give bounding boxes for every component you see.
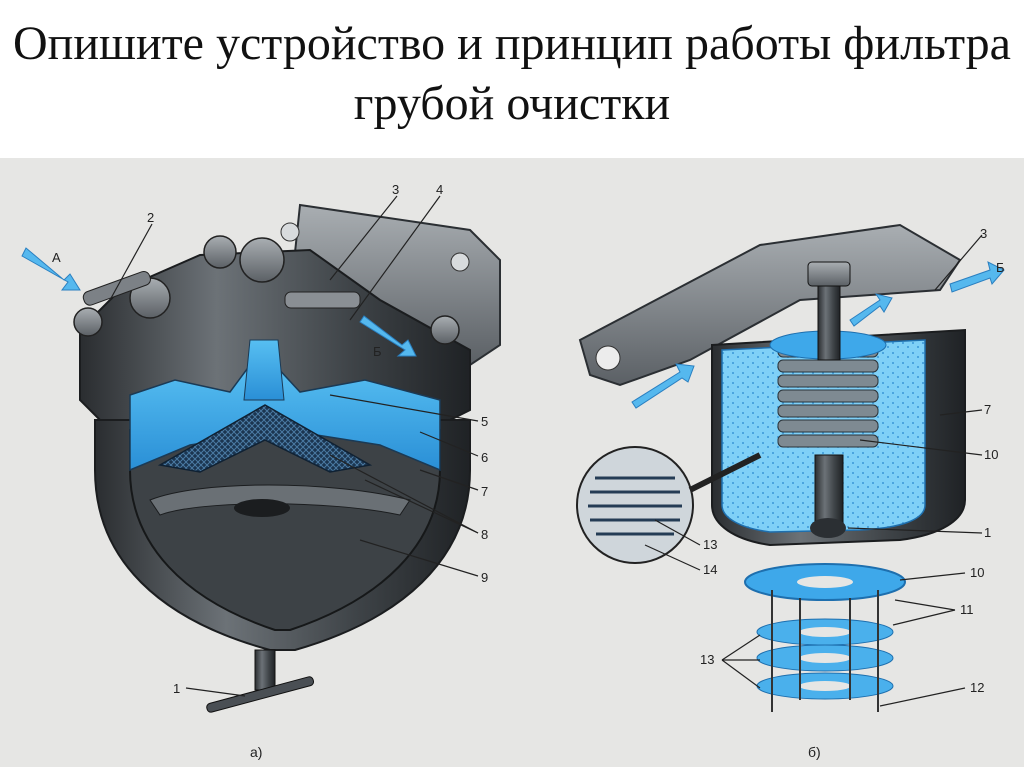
diffuser <box>149 484 411 516</box>
callout-b-10-top: 10 <box>984 447 998 462</box>
callout-a-5: 5 <box>481 414 488 429</box>
callout-b-3: 3 <box>980 226 987 241</box>
callout-a-9: 9 <box>481 570 488 585</box>
labels-b: Б 3 7 10 1 13 14 10 11 13 12 б) <box>700 226 1005 760</box>
bowl-inner <box>129 429 441 631</box>
leaders-b <box>644 234 983 707</box>
callout-b-13-bottom: 13 <box>700 652 714 667</box>
callout-b-10-bottom: 10 <box>970 565 984 580</box>
callout-a-8: 8 <box>481 527 488 542</box>
caption-b: б) <box>808 744 821 760</box>
leaders-a <box>109 195 479 697</box>
callout-b-12: 12 <box>970 680 984 695</box>
callout-b-7: 7 <box>984 402 991 417</box>
callout-a-4: 4 <box>436 182 443 197</box>
callout-a-3: 3 <box>392 182 399 197</box>
callout-b-13-top: 13 <box>703 537 717 552</box>
diagram-b <box>576 223 1005 712</box>
arrow-in-b <box>631 363 695 409</box>
callout-a-1: 1 <box>173 681 180 696</box>
diagram-a <box>21 195 501 713</box>
arrow-out-a <box>359 315 417 357</box>
title-band: Опишите устройство и принцип работы филь… <box>0 0 1024 158</box>
arrow-in-a <box>21 247 81 291</box>
callout-b-1: 1 <box>984 525 991 540</box>
drain-handle <box>206 676 315 713</box>
exploded-view <box>744 563 906 712</box>
callout-b-11: 11 <box>960 602 974 617</box>
callout-b-14: 14 <box>703 562 717 577</box>
caption-a: а) <box>250 744 262 760</box>
arrow-out-b <box>949 261 1005 293</box>
flow-label-out-a: Б <box>373 344 382 359</box>
bolts-a <box>73 235 460 345</box>
flow-label-in-a: А <box>52 250 61 265</box>
callout-a-7: 7 <box>481 484 488 499</box>
callout-a-2: 2 <box>147 210 154 225</box>
mesh-cone <box>157 404 373 473</box>
labels-a: А Б 2 3 4 5 6 7 8 9 1 а) <box>52 182 488 760</box>
callout-a-6: 6 <box>481 450 488 465</box>
bracket-arm <box>578 223 962 387</box>
flow-label-out-b: Б <box>996 260 1005 275</box>
slide-title: Опишите устройство и принцип работы филь… <box>13 17 1011 130</box>
